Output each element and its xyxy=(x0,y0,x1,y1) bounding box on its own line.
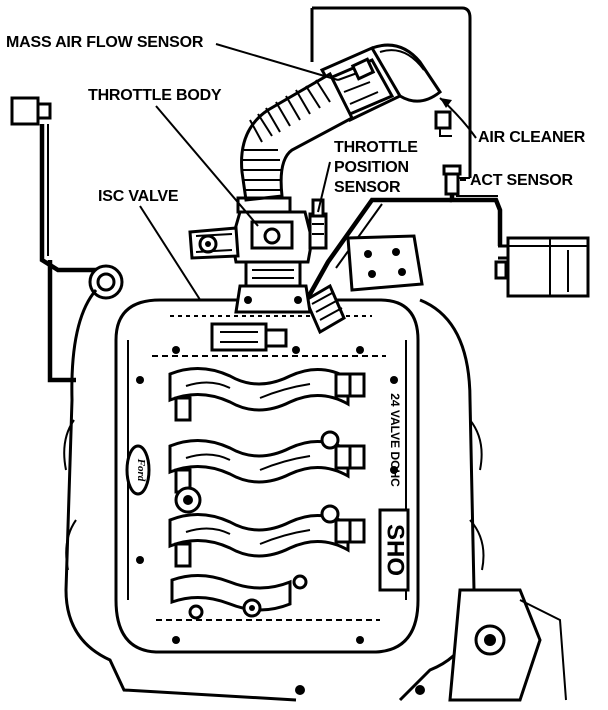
ford-emblem-text: Ford xyxy=(135,458,147,482)
cover-text: 24 VALVE DOHC xyxy=(388,393,402,487)
air-cleaner-sensor xyxy=(434,110,452,137)
label-throttle-position-1: THROTTLE xyxy=(334,139,418,156)
leader-throttle-body xyxy=(155,105,259,227)
throttle-position-sensor xyxy=(308,198,328,250)
fuel-rail-right xyxy=(292,372,366,590)
sho-text: SHO xyxy=(382,524,409,576)
pcv-hose xyxy=(304,283,346,335)
wiring-harness xyxy=(298,194,503,314)
leader-mass-air-flow-sensor xyxy=(215,43,339,81)
vapor-canister xyxy=(494,236,590,298)
label-throttle-position-3: SENSOR xyxy=(334,179,401,196)
egr-valve xyxy=(346,234,424,292)
callouts: MASS AIR FLOW SENSOR THROTTLE BODY THROT… xyxy=(6,34,586,335)
plenum-inlet xyxy=(234,284,312,314)
isc-valve xyxy=(210,322,288,352)
engine-block xyxy=(63,289,567,702)
label-mass-air-flow-sensor: MASS AIR FLOW SENSOR xyxy=(6,34,204,51)
throttle-linkage xyxy=(188,226,240,260)
label-act-sensor: ACT SENSOR xyxy=(470,172,574,189)
throttle-body xyxy=(230,210,314,288)
leader-throttle-position-sensor xyxy=(317,161,331,213)
fuel-rail-left xyxy=(174,396,262,620)
act-sensor xyxy=(442,164,462,196)
label-throttle-body: THROTTLE BODY xyxy=(88,87,222,104)
label-air-cleaner: AIR CLEANER xyxy=(478,129,586,146)
sho-badge: SHO 24 VALVE DOHC xyxy=(378,393,410,592)
intake-runners xyxy=(168,367,350,612)
label-isc-valve: ISC VALVE xyxy=(98,188,179,205)
label-throttle-position-2: POSITION xyxy=(334,159,409,176)
ford-emblem: Ford xyxy=(125,444,151,496)
left-vacuum-line xyxy=(10,96,124,383)
